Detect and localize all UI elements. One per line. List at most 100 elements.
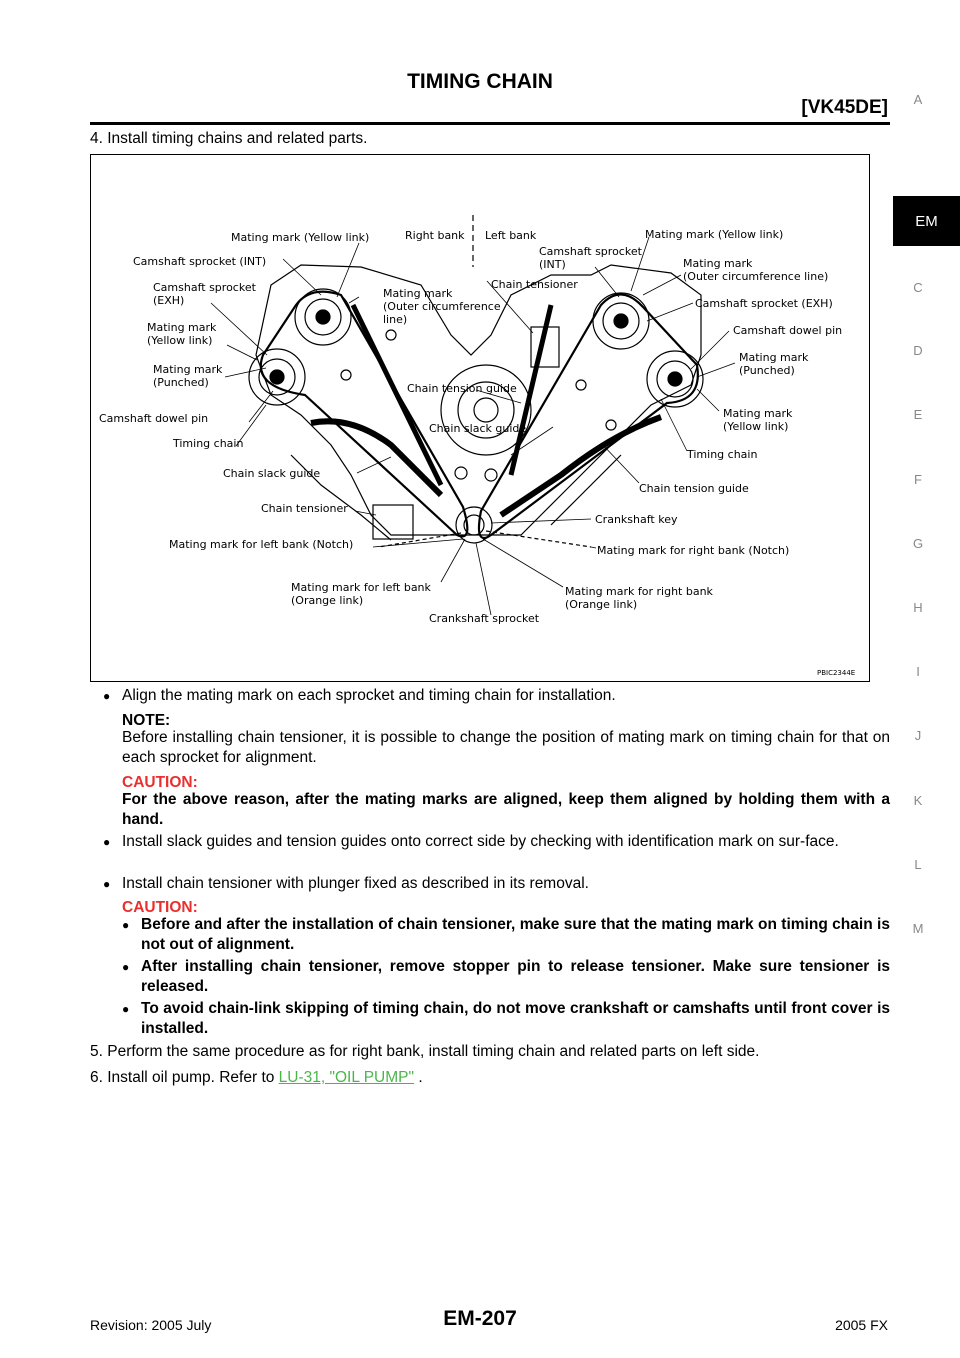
side-index-h[interactable]: H <box>913 600 923 615</box>
side-index-g[interactable]: G <box>912 536 924 551</box>
caution-item-2: After installing chain tensioner, remove… <box>141 958 890 995</box>
right-timing-chain <box>477 293 699 540</box>
left-exh-sprocket-outer <box>248 348 306 406</box>
bolt <box>605 419 617 431</box>
figure-code: PBIC2344E <box>817 669 855 677</box>
bullet-icon: ● <box>122 918 130 932</box>
right-slack-guide <box>508 304 554 476</box>
label-mm-yellow-link-right-1: Mating mark <box>723 407 793 420</box>
left-int-sprocket-outer <box>294 288 352 346</box>
left-int-sprocket-hub <box>304 298 342 336</box>
caution-text-1: For the above reason, after the mating m… <box>122 791 890 828</box>
label-tensioner-left: Chain tensioner <box>261 502 348 515</box>
block-edge-left <box>290 454 392 541</box>
bolt <box>340 369 352 381</box>
caution-item-3: To avoid chain-link skipping of timing c… <box>141 1000 890 1037</box>
center-pump-outer <box>440 364 532 456</box>
side-index-d[interactable]: D <box>913 343 923 358</box>
center-pump-inner <box>457 381 515 439</box>
right-exh-sprocket-bolt <box>667 371 683 387</box>
side-index-k[interactable]: K <box>913 793 923 808</box>
label-mm-yellow-right: Mating mark (Yellow link) <box>645 228 783 241</box>
note-text: Before installing chain tensioner, it is… <box>122 729 890 766</box>
caution-label-2: CAUTION: <box>122 899 198 916</box>
step-5: 5. Perform the same procedure as for rig… <box>90 1043 760 1060</box>
right-exh-sprocket-hub <box>656 360 694 398</box>
side-index-i[interactable]: I <box>916 664 920 679</box>
right-tension-guide <box>499 414 663 518</box>
side-index-e[interactable]: E <box>913 407 923 422</box>
left-tension-guide <box>350 303 444 487</box>
label-mating-mark-yellow-left: Mating mark (Yellow link) <box>231 231 369 244</box>
label-tension-guide-right: Chain tension guide <box>639 482 749 495</box>
label-mm-outer-right-1: Mating mark <box>683 257 753 270</box>
block-edge-right <box>550 454 622 526</box>
side-index-m[interactable]: M <box>912 921 924 936</box>
bullet-icon: ● <box>103 877 111 891</box>
caution-label-1: CAUTION: <box>122 774 198 791</box>
label-orange-left-1: Mating mark for left bank <box>291 581 432 594</box>
label-tensioner-right: Chain tensioner <box>491 278 578 291</box>
left-int-sprocket-bolt <box>315 309 331 325</box>
step-4: 4. Install timing chains and related par… <box>90 130 368 147</box>
caution-item-1: Before and after the installation of cha… <box>141 916 890 953</box>
label-notch-left: Mating mark for left bank (Notch) <box>169 538 353 551</box>
label-mm-yellow-link-left-2: (Yellow link) <box>147 334 212 347</box>
bullet-icon: ● <box>103 689 111 703</box>
side-index-a[interactable]: A <box>913 92 923 107</box>
leader-lines <box>210 236 736 616</box>
label-cam-exh-left-1: Camshaft sprocket <box>153 281 257 294</box>
center-pump-hub <box>473 397 499 423</box>
label-mm-punched-right-2: (Punched) <box>739 364 795 377</box>
left-exh-sprocket-bolt <box>269 369 285 385</box>
note-label: NOTE: <box>122 712 171 729</box>
label-mm-yellow-link-left-1: Mating mark <box>147 321 217 334</box>
label-mm-punched-right-1: Mating mark <box>739 351 809 364</box>
label-cam-exh-left-2: (EXH) <box>153 294 184 307</box>
label-slack-guide-left: Chain slack guide <box>223 467 320 480</box>
label-mm-outer-right-2: (Outer circumference line) <box>683 270 828 283</box>
bolt <box>575 379 587 391</box>
footer-revision: Revision: 2005 July <box>90 1317 212 1333</box>
timing-chain-diagram: Mating mark (Yellow link) Camshaft sproc… <box>99 215 855 677</box>
bullet-align-mating-mark: Align the mating mark on each sprocket a… <box>122 687 616 704</box>
label-cam-int-right-2: (INT) <box>539 258 566 271</box>
right-chain-tensioner <box>530 326 560 368</box>
label-mm-yellow-link-right-2: (Yellow link) <box>723 420 788 433</box>
label-right-bank: Right bank <box>405 229 465 242</box>
page-title: TIMING CHAIN <box>407 70 553 93</box>
oil-pump-link[interactable]: LU-31, "OIL PUMP" <box>278 1069 415 1086</box>
label-orange-right-2: (Orange link) <box>565 598 637 611</box>
side-index-j[interactable]: J <box>914 728 922 743</box>
left-chain-tensioner <box>372 504 414 540</box>
crank-sprocket-hub <box>463 514 485 536</box>
side-index-l[interactable]: L <box>914 857 922 872</box>
right-notch-dashed-line <box>485 530 592 548</box>
label-orange-right-1: Mating mark for right bank <box>565 585 714 598</box>
label-slack-guide-center: Chain slack guide <box>429 422 526 435</box>
bolt <box>385 329 397 341</box>
label-orange-left-2: (Orange link) <box>291 594 363 607</box>
side-index-f[interactable]: F <box>914 472 922 487</box>
side-index-c[interactable]: C <box>913 280 923 295</box>
label-timing-chain-right: Timing chain <box>686 448 757 461</box>
bolt <box>454 466 468 480</box>
timing-chain-figure: Mating mark (Yellow link) Camshaft sproc… <box>90 154 870 682</box>
label-tension-guide-center: Chain tension guide <box>407 382 517 395</box>
right-int-sprocket-outer <box>592 292 650 350</box>
label-mm-punched-left-2: (Punched) <box>153 376 209 389</box>
bullet-icon: ● <box>103 835 111 849</box>
label-mm-outer-center-2: (Outer circumference <box>383 300 501 313</box>
label-dowel-pin-right: Camshaft dowel pin <box>733 324 842 337</box>
left-timing-chain <box>259 290 469 538</box>
engine-code: [VK45DE] <box>801 97 888 118</box>
right-exh-sprocket-outer <box>646 350 704 408</box>
footer-page-number: EM-207 <box>443 1307 517 1330</box>
label-crankshaft-key: Crankshaft key <box>595 513 678 526</box>
label-left-bank: Left bank <box>485 229 537 242</box>
side-index-em-tab[interactable]: EM <box>893 196 960 246</box>
label-mm-punched-left-1: Mating mark <box>153 363 223 376</box>
label-cam-exh-right: Camshaft sprocket (EXH) <box>695 297 833 310</box>
label-notch-right: Mating mark for right bank (Notch) <box>597 544 789 557</box>
label-cam-int-right-1: Camshaft sprocket <box>539 245 643 258</box>
